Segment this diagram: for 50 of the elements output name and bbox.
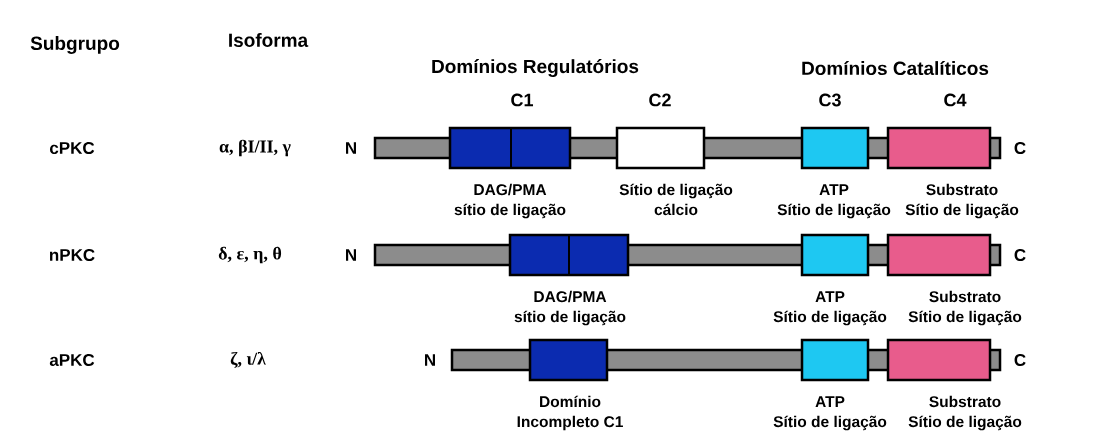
domain-caption: Sítio de ligação [908,310,1022,326]
domain-caption: ATP [815,291,845,302]
subgroup-label: cPKC [50,142,95,154]
isoform-label: δ, ε, η, θ [218,246,282,264]
column-heading: Isoforma [229,33,309,47]
domain-box [528,338,609,382]
domain-caption: Sítio de ligação [777,203,891,219]
domain-box [508,233,630,277]
domain-caption: DAG/PMA [474,183,547,196]
isoform-label: ζ, ι/λ [230,351,266,369]
domain-caption: sítio de ligação [454,203,566,219]
domain-caption: cálcio [654,203,698,216]
terminus-label: N [346,142,356,154]
column-heading: Subgrupo [30,36,120,54]
domain-label: C2 [649,93,671,107]
domain-box [886,233,992,277]
column-heading: Domínios Regulatórios [432,59,639,77]
subgroup-label: nPKC [50,249,95,261]
domain-label: C4 [944,93,967,107]
subgroup-label: aPKC [49,354,95,366]
domain-caption: Substrato [926,183,998,196]
domain-caption: sítio de ligação [514,310,626,326]
terminus-label: N [425,354,435,366]
domain-label: C3 [819,93,841,107]
domain-caption: Sítio de ligação [773,310,887,326]
domain-caption: Incompleto C1 [517,415,623,431]
terminus-label: C [1014,142,1026,154]
domain-box [800,233,870,277]
domain-caption: DAG/PMA [534,290,607,303]
domain-caption: Domínio [540,395,601,408]
domain-caption: ATP [819,184,849,195]
domain-caption: Sítio de ligação [905,203,1019,219]
domain-caption: Sítio de ligação [908,415,1022,431]
domain-caption: Sítio de ligação [773,415,887,431]
domain-box [800,338,870,382]
domain-box [800,126,870,170]
domain-box [448,126,572,170]
terminus-label: C [1014,249,1026,261]
isoform-label: α, βI/II, γ [219,139,291,157]
domain-caption: Substrato [929,395,1001,408]
column-heading: Domínios Catalíticos [802,60,989,76]
domain-caption: Sítio de ligação [619,183,733,199]
domain-box [886,126,992,170]
domain-box [886,338,992,382]
domain-box [615,126,706,170]
domain-caption: Substrato [929,290,1001,303]
terminus-label: C [1014,354,1026,366]
terminus-label: N [346,249,356,261]
domain-label: C1 [511,93,533,107]
domain-caption: ATP [815,396,845,407]
